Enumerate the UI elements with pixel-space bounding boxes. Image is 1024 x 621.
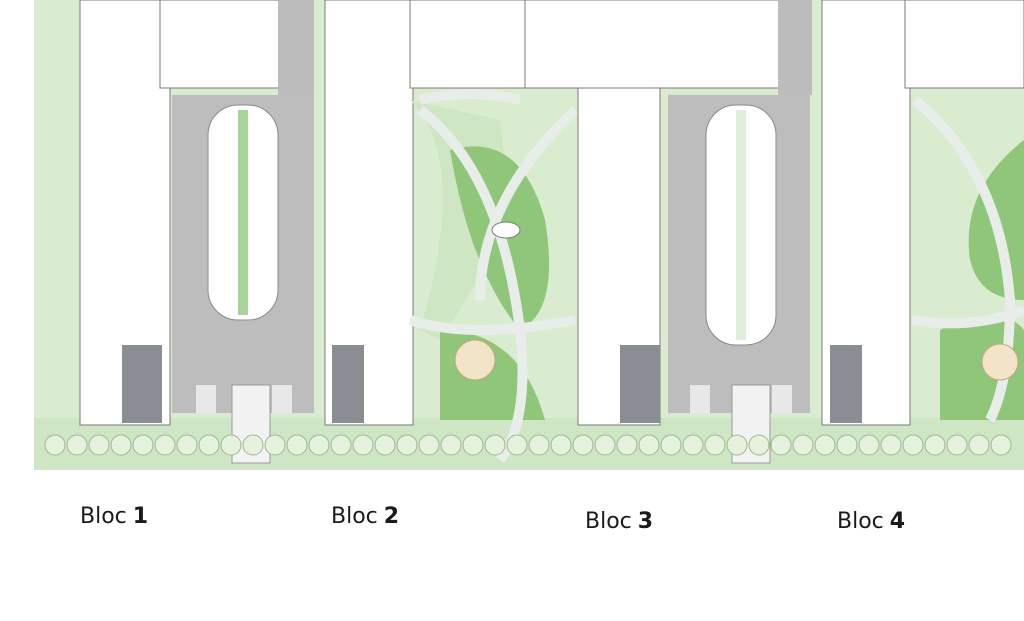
bloc-word: Bloc [80,504,127,529]
bloc-3-core [620,345,660,423]
tree-canopy [88,434,110,456]
tree-canopy [396,434,418,456]
tree-canopies [44,434,1012,456]
tree-canopy [330,434,352,456]
tree-canopy [726,434,748,456]
tree-canopy [704,434,726,456]
bloc-3-building [524,0,781,426]
bloc-2-core [332,345,364,423]
bloc-4-building [821,0,1024,426]
tree-canopy [660,434,682,456]
tree-canopy [968,434,990,456]
tree-canopy [154,434,176,456]
bloc-1-parking [172,95,314,464]
tree-canopy [264,434,286,456]
tree-canopy [990,434,1012,456]
tree-canopy [176,434,198,456]
tree-canopy [594,434,616,456]
tree-canopy [286,434,308,456]
tree-canopy [924,434,946,456]
tree-canopy [198,434,220,456]
bloc-number: 2 [383,504,400,529]
bloc-3-parking [668,95,810,464]
tree-canopy [836,434,858,456]
tree-canopy [638,434,660,456]
tree-canopy [858,434,880,456]
tree-canopy [814,434,836,456]
street-1 [278,0,314,95]
tree-canopy [770,434,792,456]
tree-canopy [550,434,572,456]
bloc-1-core [122,345,162,423]
tree-canopy [792,434,814,456]
tree-canopy [682,434,704,456]
bloc-number: 1 [132,504,149,529]
bloc-1-building [79,0,281,426]
tree-canopy [220,434,242,456]
tree-canopy [572,434,594,456]
bloc-number: 3 [637,509,654,534]
tree-canopy [374,434,396,456]
tree-canopy [440,434,462,456]
tree-canopy [902,434,924,456]
tree-canopy [484,434,506,456]
tree-canopy [110,434,132,456]
tree-canopy [308,434,330,456]
tree-canopy [44,434,66,456]
tree-canopy [946,434,968,456]
tree-canopy [880,434,902,456]
tree-canopy [616,434,638,456]
bloc-word: Bloc [585,509,632,534]
bloc-2-garden [408,89,579,463]
bloc-4-core [830,345,862,423]
street-3 [778,0,812,95]
bloc-2-building [324,0,526,426]
tree-canopy [506,434,528,456]
bloc-word: Bloc [837,509,884,534]
bloc-word: Bloc [331,504,378,529]
bloc-4-garden [911,96,1024,423]
tree-canopy [418,434,440,456]
tree-canopy [66,434,88,456]
bloc-number: 4 [889,509,906,534]
tree-canopy [748,434,770,456]
tree-canopy [242,434,264,456]
tree-canopy [352,434,374,456]
tree-canopy [528,434,550,456]
tree-canopy [132,434,154,456]
tree-canopy [462,434,484,456]
